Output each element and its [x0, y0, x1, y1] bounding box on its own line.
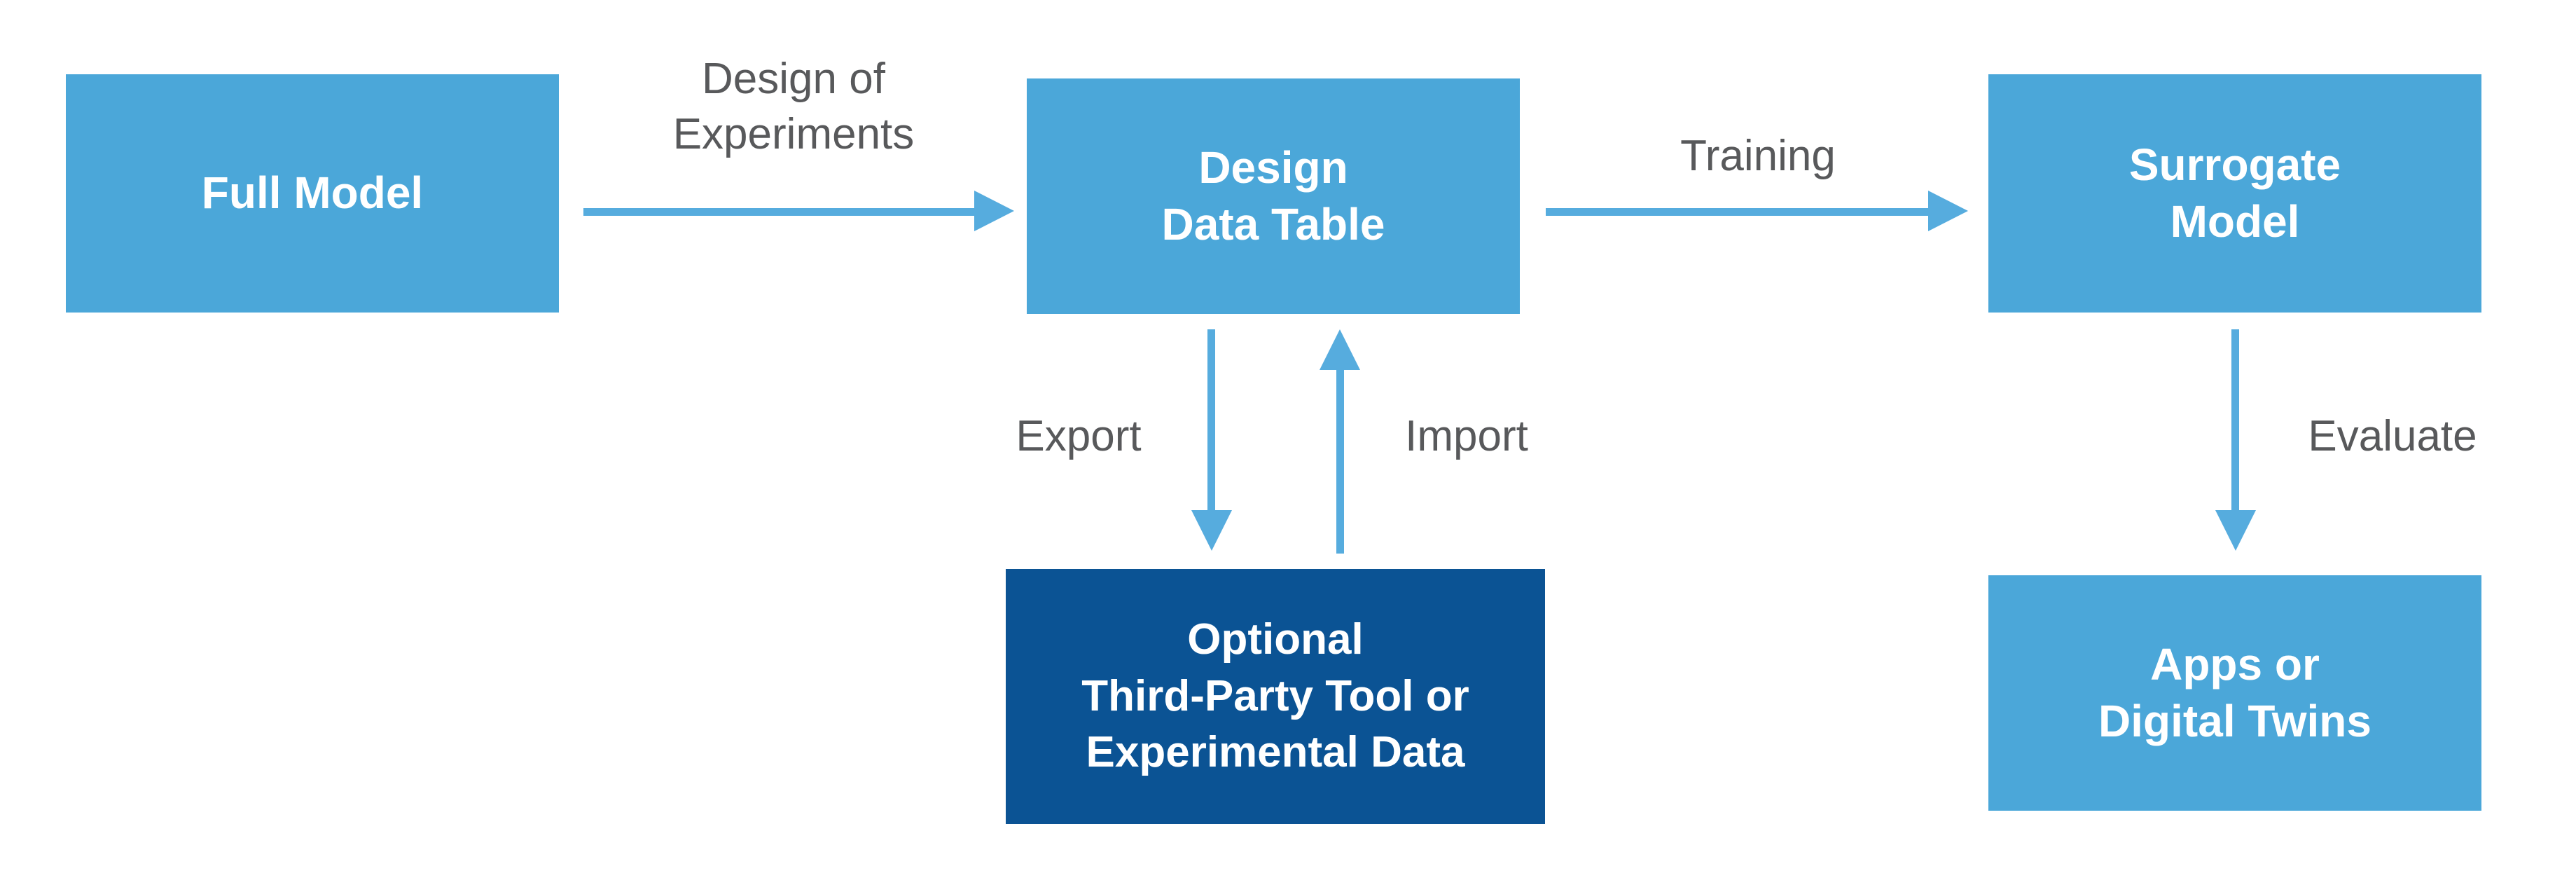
node-full-model-label: Full Model	[201, 167, 424, 219]
node-design-data-table: Design Data Table	[1027, 78, 1520, 314]
node-design-data-table-label-line1: Design	[1198, 142, 1348, 193]
arrow-export-down	[1207, 329, 1215, 512]
node-surrogate-model-label-line1: Surrogate	[2128, 139, 2341, 190]
arrowhead-down-icon	[1191, 510, 1232, 551]
arrow-evaluate-down	[2231, 329, 2239, 512]
arrow-design-data-table-to-surrogate-model	[1546, 208, 1930, 216]
arrowhead-up-icon	[1320, 329, 1360, 370]
label-export: Export	[1016, 412, 1142, 460]
node-full-model: Full Model	[66, 74, 559, 313]
node-optional-label-line3: Experimental Data	[1086, 728, 1465, 777]
node-design-data-table-label-line2: Data Table	[1161, 199, 1385, 249]
label-import: Import	[1405, 412, 1528, 460]
arrow-full-model-to-design-data-table	[583, 208, 976, 216]
arrowhead-right-icon	[974, 191, 1014, 231]
label-training: Training	[1680, 132, 1836, 180]
arrow-import-up	[1336, 369, 1344, 554]
label-evaluate: Evaluate	[2308, 412, 2477, 460]
node-optional-label-line1: Optional	[1187, 615, 1364, 664]
node-surrogate-model: Surrogate Model	[1988, 74, 2481, 313]
node-apps-label-line1: Apps or	[2150, 638, 2320, 689]
label-design-of-experiments-line1: Design of	[702, 55, 885, 103]
node-surrogate-model-label-line2: Model	[2170, 196, 2300, 247]
label-design-of-experiments-line2: Experiments	[672, 109, 915, 158]
node-apps-label-line2: Digital Twins	[2098, 696, 2371, 746]
arrowhead-down-icon	[2215, 510, 2256, 551]
node-apps-digital-twins: Apps or Digital Twins	[1988, 575, 2481, 811]
node-optional-label-line2: Third-Party Tool or	[1081, 671, 1469, 720]
arrowhead-right-icon	[1928, 191, 1968, 231]
node-optional-third-party: Optional Third-Party Tool or Experimenta…	[1006, 569, 1545, 824]
label-design-of-experiments: Design of Experiments	[618, 52, 969, 162]
